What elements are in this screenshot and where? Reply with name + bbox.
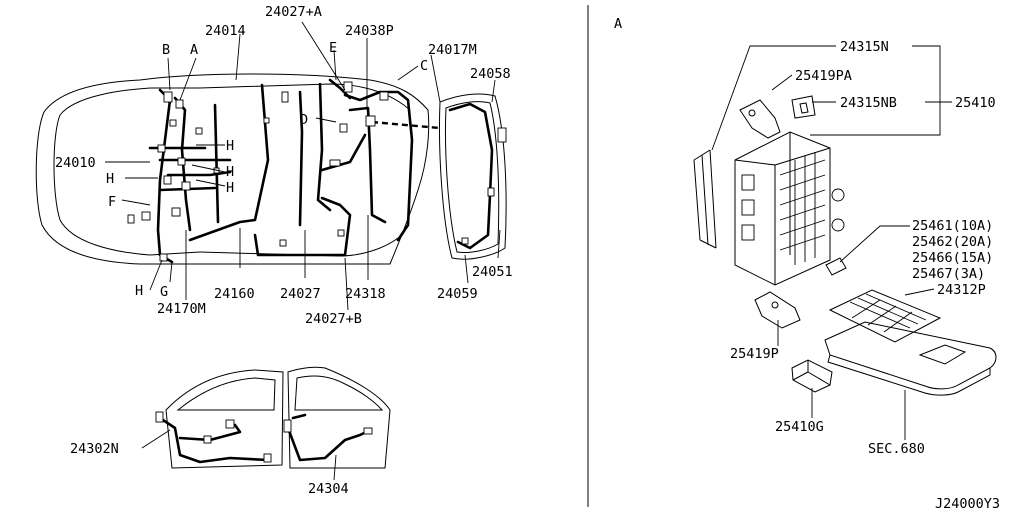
- leader-lines-fuse: [711, 45, 952, 440]
- letter-b: B: [162, 42, 170, 58]
- label-24315N: 24315N: [840, 39, 889, 55]
- label-25410G: 25410G: [775, 419, 824, 435]
- label-24059: 24059: [437, 286, 478, 302]
- fuse-puller: [693, 149, 717, 249]
- letter-g: G: [160, 284, 168, 300]
- fuse-block: [734, 131, 845, 286]
- label-24027-b: 24027+B: [305, 311, 362, 327]
- harness-connectors: [127, 81, 507, 262]
- tailgate-outline: [439, 93, 507, 260]
- letter-h-5: H: [135, 283, 143, 299]
- harness-link-dashed: [371, 120, 441, 130]
- bracket-25419P: [754, 291, 801, 329]
- label-25419P: 25419P: [730, 346, 779, 362]
- letter-d: D: [300, 112, 308, 128]
- label-25419PA: 25419PA: [795, 68, 852, 84]
- clip-24315NB: [791, 95, 816, 119]
- view-letter: A: [614, 16, 622, 32]
- label-25467: 25467(3A): [912, 266, 985, 282]
- label-24170M: 24170M: [157, 301, 206, 317]
- letter-h-1: H: [226, 138, 234, 154]
- letter-f: F: [108, 194, 116, 210]
- label-24017M: 24017M: [428, 42, 477, 58]
- label-24304: 24304: [308, 481, 349, 497]
- leader-24302N: [141, 429, 171, 449]
- fuse-cover-24312P: [828, 289, 942, 343]
- mini-fuse: [825, 257, 847, 276]
- label-25410: 25410: [955, 95, 996, 111]
- label-24010: 24010: [55, 155, 96, 171]
- label-24315NB: 24315NB: [840, 95, 897, 111]
- label-24302N: 24302N: [70, 441, 119, 457]
- label-24051: 24051: [472, 264, 513, 280]
- part-labels: 24014 24027+A 24038P 24017M 24058 24010 …: [55, 4, 1000, 512]
- letter-h-2: H: [226, 164, 234, 180]
- label-24318: 24318: [345, 286, 386, 302]
- label-24038P: 24038P: [345, 23, 394, 39]
- diagram-code: J24000Y3: [935, 496, 1000, 512]
- label-25466: 25466(15A): [912, 250, 993, 266]
- letter-c: C: [420, 58, 428, 74]
- letter-h-4: H: [106, 171, 114, 187]
- letter-h-3: H: [226, 180, 234, 196]
- letter-e: E: [329, 40, 337, 56]
- label-24312P: 24312P: [937, 282, 986, 298]
- label-24027: 24027: [280, 286, 321, 302]
- door-harness: [155, 411, 373, 464]
- label-24160: 24160: [214, 286, 255, 302]
- door-outlines: [165, 366, 391, 469]
- leader-24304: [333, 454, 337, 481]
- label-24014: 24014: [205, 23, 246, 39]
- label-24027-a: 24027+A: [265, 4, 322, 20]
- leader-lines-car: [105, 21, 501, 311]
- relay-25410G: [791, 359, 833, 393]
- letter-a: A: [190, 42, 198, 58]
- trim-panel-sec680: [824, 321, 997, 396]
- label-sec680: SEC.680: [868, 441, 925, 457]
- label-25462: 25462(20A): [912, 234, 993, 250]
- label-24058: 24058: [470, 66, 511, 82]
- bracket-25419PA: [739, 99, 781, 139]
- label-25461: 25461(10A): [912, 218, 993, 234]
